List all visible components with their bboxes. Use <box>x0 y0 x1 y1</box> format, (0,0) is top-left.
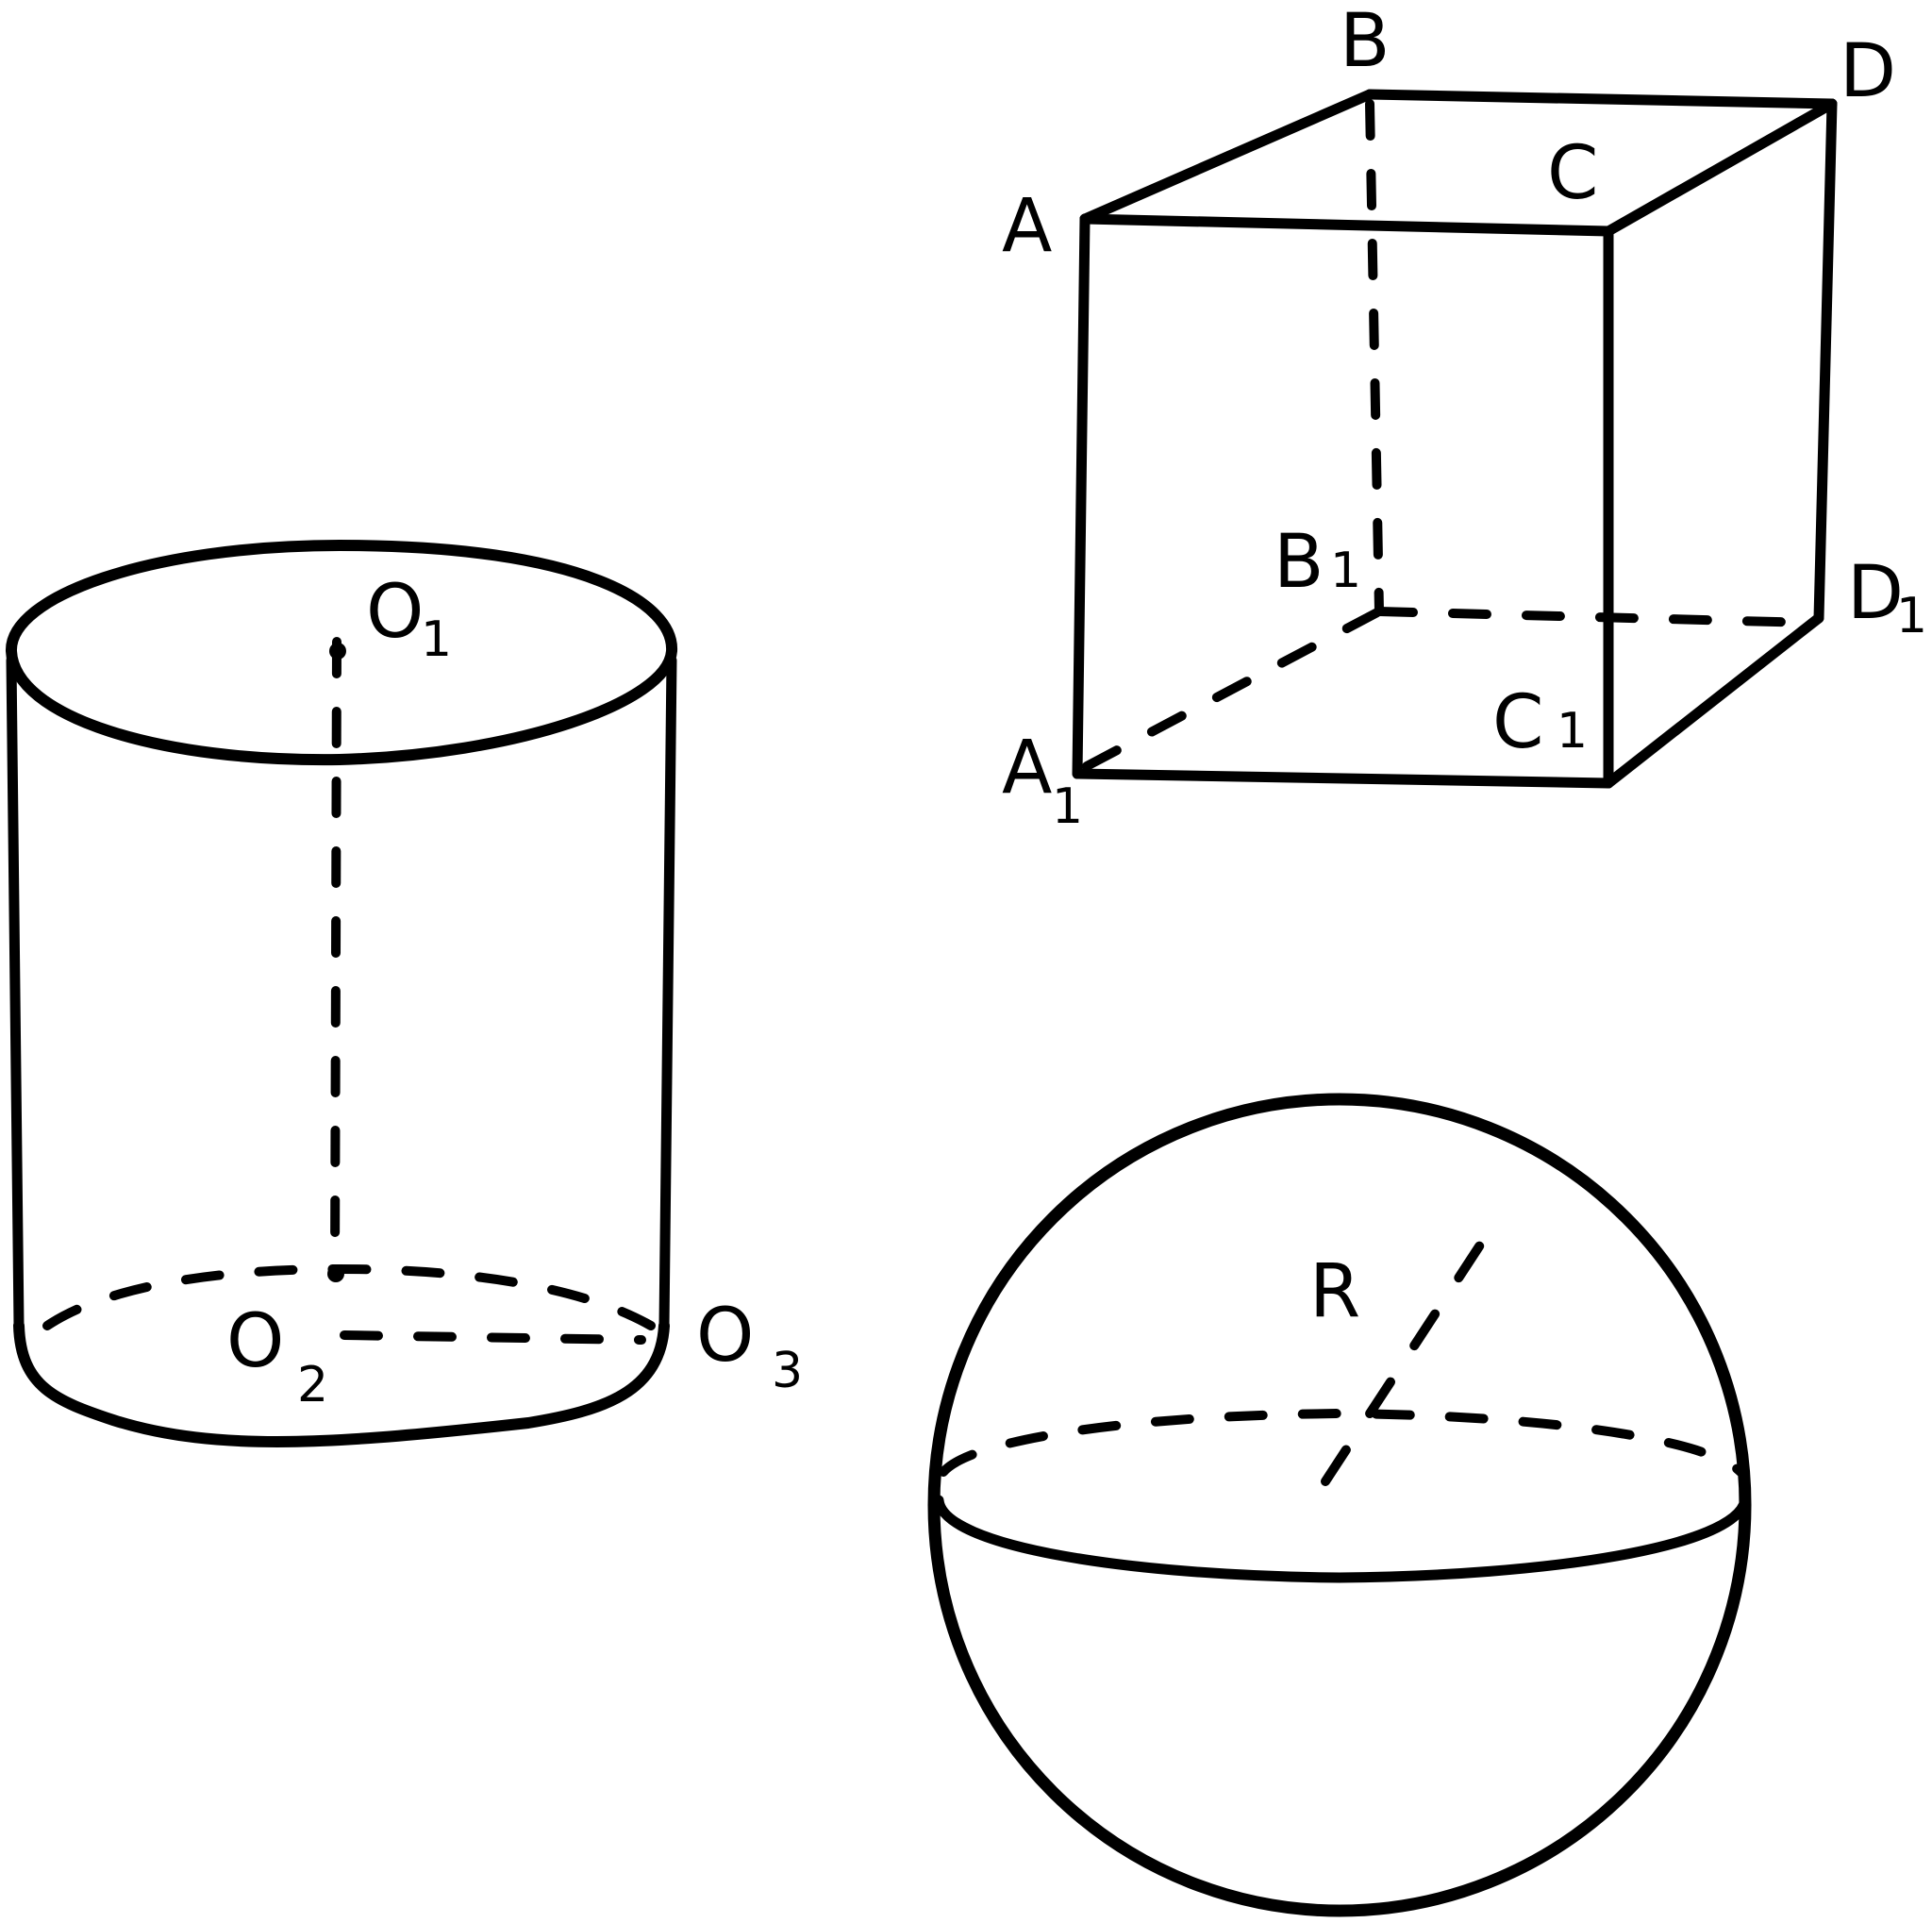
cylinder-bottom-radius <box>340 1330 646 1345</box>
label-o1-letter: O <box>366 570 424 655</box>
label-r: R <box>1309 1249 1360 1334</box>
label-o2: O 2 <box>226 1299 328 1413</box>
label-a: A <box>1002 184 1052 269</box>
label-a1-subscript: 1 <box>1052 778 1083 835</box>
label-c1-letter: C <box>1492 680 1543 765</box>
label-c1: C 1 <box>1492 680 1588 765</box>
cylinder-right-edge <box>658 655 677 1331</box>
sphere-outline <box>927 1093 1752 1917</box>
label-a1: A 1 <box>1002 726 1083 835</box>
cylinder-axis <box>330 637 341 1279</box>
cube: A B C D A 1 B 1 C 1 D 1 <box>1002 0 1927 835</box>
label-o3: O 3 <box>696 1294 803 1399</box>
label-r-letter: R <box>1309 1249 1360 1334</box>
cube-hidden-edge-b-b1 <box>1365 99 1384 616</box>
label-o3-letter: O <box>696 1294 754 1379</box>
cylinder-point-o1 <box>329 643 346 660</box>
cube-edge-c1-d1 <box>1603 612 1824 789</box>
label-o2-subscript: 2 <box>297 1357 328 1413</box>
cube-edge-d-c <box>1603 98 1838 237</box>
cylinder: O 1 O 2 O 3 <box>5 540 803 1447</box>
label-o3-subscript: 3 <box>772 1343 803 1399</box>
label-b1-subscript: 1 <box>1330 543 1361 599</box>
cube-edge-b-d <box>1364 89 1838 109</box>
cube-edge-a-a1 <box>1072 213 1091 779</box>
cylinder-bottom-back-arc <box>42 1263 656 1330</box>
cube-edge-a-b <box>1079 89 1375 225</box>
label-o1: O 1 <box>366 570 452 668</box>
cylinder-bottom-front-arc <box>13 1320 670 1447</box>
sphere: R <box>927 1093 1752 1917</box>
label-b1: B 1 <box>1274 520 1361 605</box>
cube-hidden-edge-b1-d1 <box>1374 607 1816 627</box>
label-o1-subscript: 1 <box>421 611 452 668</box>
label-c: C <box>1547 131 1598 216</box>
label-d-letter: D <box>1840 29 1896 114</box>
label-b: B <box>1340 0 1391 84</box>
label-d: D <box>1840 29 1896 114</box>
cylinder-left-edge <box>6 655 25 1331</box>
label-d1-letter: D <box>1847 551 1904 636</box>
label-a1-letter: A <box>1002 726 1052 811</box>
cube-edge-a-c <box>1079 213 1614 237</box>
label-a-letter: A <box>1002 184 1052 269</box>
sphere-equator-front <box>933 1495 1751 1583</box>
cylinder-top-ellipse <box>5 540 678 766</box>
label-b1-letter: B <box>1274 520 1324 605</box>
cylinder-point-o2 <box>327 1265 344 1282</box>
sphere-radius-line <box>1321 1217 1500 1486</box>
label-b-letter: B <box>1340 0 1391 84</box>
cube-hidden-edge-a1-b1 <box>1082 607 1384 771</box>
label-d1-subscript: 1 <box>1896 588 1927 644</box>
cube-edge-d-d1 <box>1813 98 1838 624</box>
label-o2-letter: O <box>226 1299 284 1384</box>
sphere-equator-back <box>939 1408 1745 1477</box>
label-c1-subscript: 1 <box>1557 703 1588 760</box>
label-c-letter: C <box>1547 131 1598 216</box>
label-d1: D 1 <box>1847 551 1927 644</box>
cube-edge-a1-c1 <box>1072 768 1614 789</box>
